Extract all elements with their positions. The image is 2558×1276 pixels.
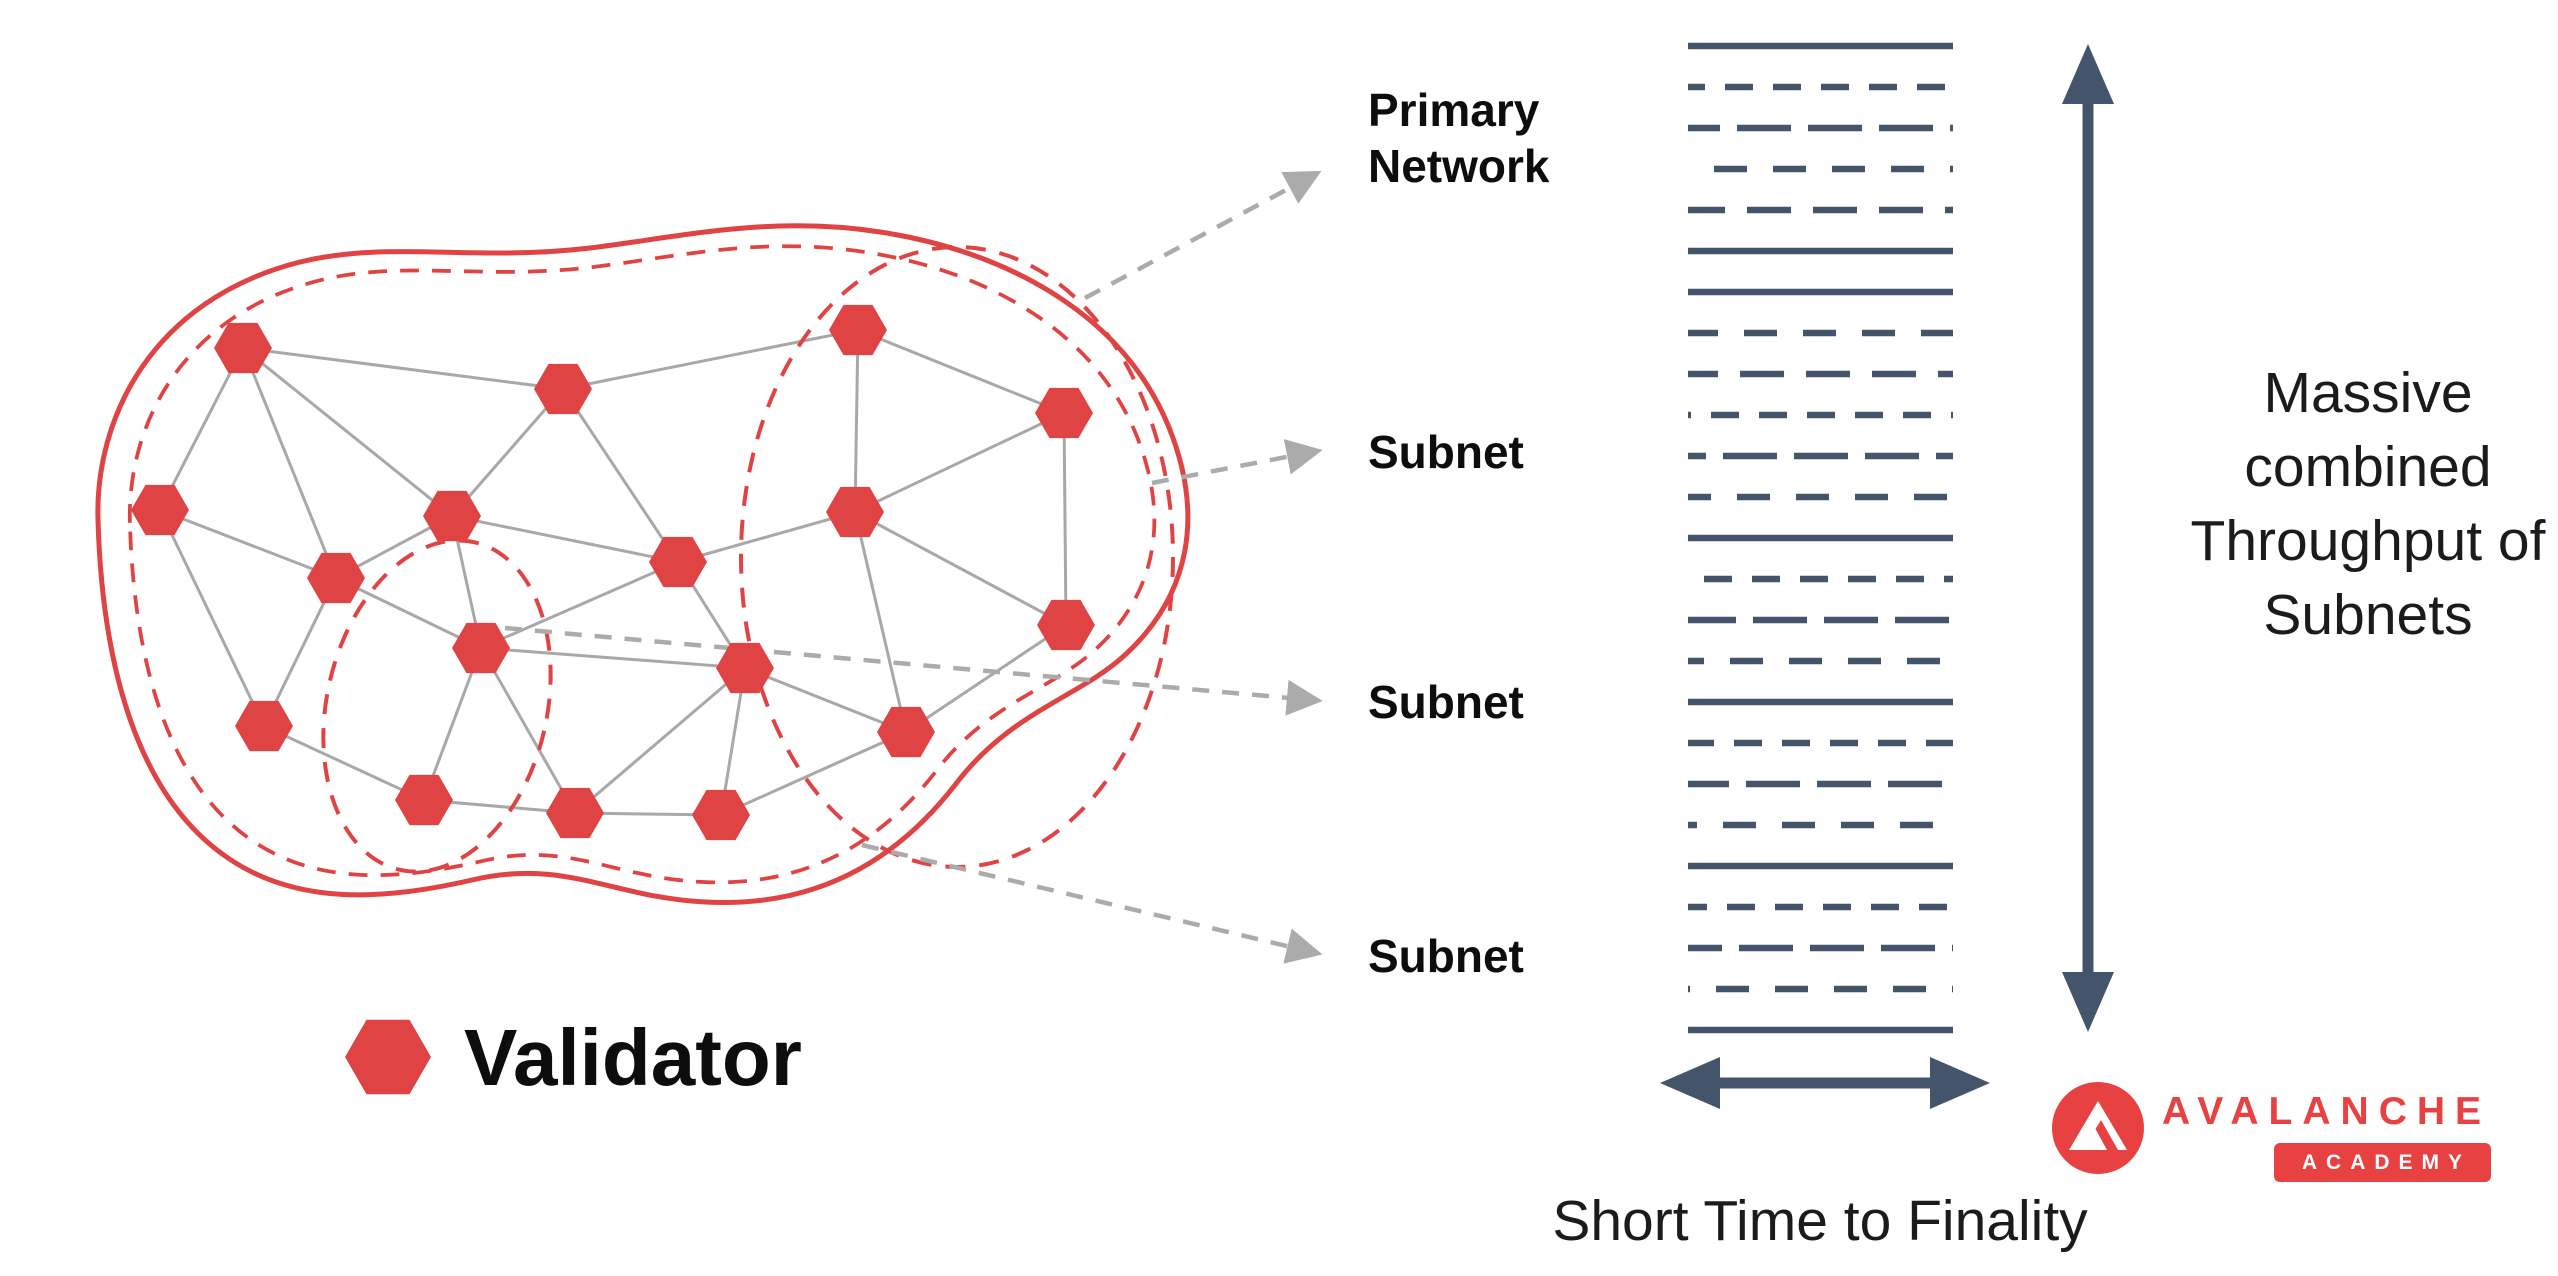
network-edge [574, 666, 746, 815]
validator-node [395, 774, 453, 826]
validator-node [534, 363, 592, 415]
network-edge [480, 560, 679, 650]
validator-node [546, 787, 604, 839]
network-edge [720, 730, 907, 817]
primary-network-label: Primary Network [1368, 84, 1550, 193]
network-edge [857, 328, 1065, 415]
network-edge [241, 347, 338, 579]
subnet-label-1: Subnet [1368, 426, 1524, 478]
network-edge [479, 647, 577, 814]
finality-arrow-head-left [1660, 1057, 1720, 1109]
validator-node [235, 700, 293, 752]
throughput-arrow-head-bottom [2062, 972, 2114, 1032]
callout-arrow [861, 842, 1323, 964]
network-edge [853, 329, 860, 513]
throughput-label: Massive combined Throughput of Subnets [2190, 361, 2546, 648]
validator-node [877, 706, 935, 758]
network-edge [677, 510, 856, 564]
subnet-label-3: Subnet [1368, 930, 1524, 982]
network-edge [744, 666, 907, 734]
network-edge [854, 510, 1067, 627]
validator-node [1037, 599, 1095, 651]
academy-badge: ACADEMY [2273, 1143, 2492, 1182]
network-edge [853, 511, 908, 733]
network-edge [242, 346, 564, 391]
validator-legend-icon [345, 1019, 431, 1095]
network-edge [905, 623, 1067, 734]
network-edge [158, 509, 266, 727]
validator-node [131, 484, 189, 536]
validator-node [716, 642, 774, 694]
validator-node [829, 304, 887, 356]
validator-node [1035, 387, 1093, 439]
network-edge [335, 576, 482, 650]
callout-arrow [504, 625, 1323, 716]
avalanche-academy-logo: AVALANCHE ACADEMY [2050, 1080, 2492, 1182]
validator-node [452, 622, 510, 674]
callout-arrow [1151, 439, 1323, 486]
validator-legend-label: Validator [464, 1013, 802, 1102]
primary-network-outline [95, 223, 1191, 906]
finality-arrow-head-right [1930, 1057, 1990, 1109]
network-edge [263, 724, 425, 802]
subnet-outline-center [321, 538, 553, 874]
network-edge [242, 346, 453, 518]
network-edge [561, 388, 680, 563]
subnet-outline-large [128, 244, 1157, 885]
validator-node [692, 789, 750, 841]
network-edge [422, 647, 483, 801]
network-edge [158, 347, 245, 511]
callout-arrow [1083, 170, 1322, 300]
validator-node [423, 490, 481, 542]
network-edge [1062, 412, 1068, 626]
validator-node [307, 552, 365, 604]
throughput-arrow-head-top [2062, 44, 2114, 104]
avalanche-logomark-icon [2052, 1082, 2144, 1174]
network-edge [159, 508, 337, 580]
subnet-label-2: Subnet [1368, 676, 1524, 728]
network-edge [480, 646, 746, 670]
validator-node [826, 486, 884, 538]
validator-node [649, 536, 707, 588]
network-edge [451, 514, 679, 564]
brand-name-text: AVALANCHE [2162, 1090, 2492, 1133]
validator-node [214, 322, 272, 374]
finality-label: Short Time to Finality [1552, 1189, 2088, 1253]
network-edge [562, 328, 859, 391]
network-edge [854, 411, 1065, 514]
network-edge [450, 388, 565, 517]
logo-text-column: AVALANCHE ACADEMY [2162, 1090, 2492, 1182]
